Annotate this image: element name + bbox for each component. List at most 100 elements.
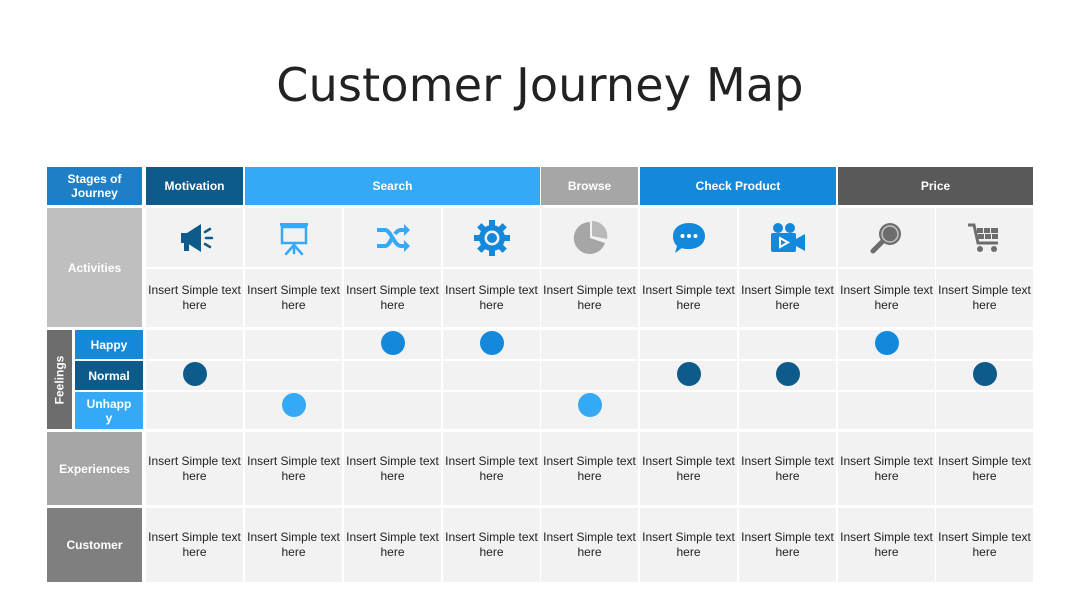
activity-text-cell: Insert Simple text here — [443, 269, 540, 327]
pie-chart-icon — [571, 219, 609, 257]
experience-text-cell: Insert Simple text here — [640, 432, 737, 505]
shopping-cart-icon — [966, 221, 1004, 255]
feeling-label-text: Normal — [88, 368, 130, 383]
activity-icon-cell — [541, 208, 638, 267]
activity-text-cell: Insert Simple text here — [541, 269, 638, 327]
activity-icon-cell — [443, 208, 540, 267]
feeling-dot-unhappy — [281, 393, 306, 417]
customer-text: Insert Simple text here — [840, 530, 933, 559]
activity-icon-cell — [344, 208, 441, 267]
customer-text: Insert Simple text here — [642, 530, 735, 559]
feeling-cell-happy — [245, 330, 342, 359]
stage-header-label: Check Product — [695, 179, 781, 193]
feeling-dot-happy — [874, 331, 899, 355]
page-title: Customer Journey Map — [276, 58, 804, 112]
activity-text-cell: Insert Simple text here — [245, 269, 342, 327]
feeling-dot-unhappy — [577, 393, 602, 417]
stage-header-label: Price — [920, 179, 951, 193]
feeling-dot-happy — [380, 331, 405, 355]
feeling-cell-happy — [936, 330, 1033, 359]
activity-text: Insert Simple text here — [741, 283, 834, 312]
experience-text: Insert Simple text here — [148, 453, 241, 483]
customer-text-cell: Insert Simple text here — [739, 508, 836, 582]
activity-text-cell: Insert Simple text here — [344, 269, 441, 327]
stage-header-check-product: Check Product — [640, 167, 836, 205]
experience-text-cell: Insert Simple text here — [146, 432, 243, 505]
feeling-cell-normal — [344, 361, 441, 390]
feeling-cell-normal — [838, 361, 935, 390]
feeling-dot-happy — [479, 331, 504, 355]
experience-text: Insert Simple text here — [346, 453, 439, 483]
stages-of-journey-label: Stages of Journey — [67, 172, 122, 200]
activity-text: Insert Simple text here — [445, 283, 538, 312]
stage-header-search: Search — [245, 167, 540, 205]
megaphone-icon — [175, 220, 215, 256]
video-camera-icon — [768, 220, 808, 256]
feeling-cell-happy — [541, 330, 638, 359]
stage-header-label: Browse — [567, 179, 612, 193]
row-label-text: Customer — [66, 538, 123, 552]
gear-icon — [473, 219, 511, 257]
feeling-cell-unhappy — [936, 392, 1033, 429]
activity-icon-cell — [640, 208, 737, 267]
feeling-cell-normal — [541, 361, 638, 390]
row-label-text: Activities — [67, 260, 122, 275]
experience-text-cell: Insert Simple text here — [739, 432, 836, 505]
stage-header-motivation: Motivation — [146, 167, 243, 205]
feeling-label-unhappy: Unhapp y — [75, 392, 143, 429]
feeling-cell-unhappy — [838, 392, 935, 429]
feeling-cell-unhappy — [146, 392, 243, 429]
feeling-dot-normal — [972, 362, 997, 386]
customer-text: Insert Simple text here — [741, 530, 834, 559]
stage-header-label: Motivation — [164, 179, 225, 193]
feeling-label-text: Happy — [90, 337, 128, 352]
feeling-label-happy: Happy — [75, 330, 143, 359]
customer-text: Insert Simple text here — [445, 530, 538, 559]
chat-bubble-icon — [670, 220, 708, 256]
activity-text-cell: Insert Simple text here — [936, 269, 1033, 327]
customer-text-cell: Insert Simple text here — [344, 508, 441, 582]
activity-text: Insert Simple text here — [642, 283, 735, 312]
activity-text: Insert Simple text here — [247, 283, 340, 312]
activity-text-cell: Insert Simple text here — [739, 269, 836, 327]
feeling-label-normal: Normal — [75, 361, 143, 390]
feeling-dot-normal — [676, 362, 701, 386]
activity-icon-cell — [936, 208, 1033, 267]
row-label-feelings: Feelings — [47, 330, 72, 429]
experience-text-cell: Insert Simple text here — [443, 432, 540, 505]
customer-text: Insert Simple text here — [543, 530, 636, 559]
stage-header-price: Price — [838, 167, 1033, 205]
row-label-text: Feelings — [52, 355, 67, 404]
feeling-cell-happy — [739, 330, 836, 359]
customer-text: Insert Simple text here — [346, 530, 439, 559]
feeling-dot-normal — [182, 362, 207, 386]
feeling-cell-unhappy — [344, 392, 441, 429]
customer-text-cell: Insert Simple text here — [640, 508, 737, 582]
row-label-experiences: Experiences — [47, 432, 142, 505]
experience-text: Insert Simple text here — [642, 453, 735, 483]
activity-text: Insert Simple text here — [543, 283, 636, 312]
activity-text-cell: Insert Simple text here — [838, 269, 935, 327]
experience-text: Insert Simple text here — [543, 453, 636, 483]
customer-text-cell: Insert Simple text here — [443, 508, 540, 582]
experience-text-cell: Insert Simple text here — [541, 432, 638, 505]
activity-text: Insert Simple text here — [346, 283, 439, 312]
customer-text: Insert Simple text here — [938, 530, 1031, 559]
customer-text-cell: Insert Simple text here — [838, 508, 935, 582]
feeling-cell-happy — [640, 330, 737, 359]
activity-text-cell: Insert Simple text here — [640, 269, 737, 327]
row-label-text: Experiences — [59, 461, 130, 476]
stage-header-browse: Browse — [541, 167, 638, 205]
presentation-board-icon — [276, 220, 312, 256]
feeling-cell-unhappy — [443, 392, 540, 429]
feeling-cell-normal — [245, 361, 342, 390]
feeling-cell-unhappy — [640, 392, 737, 429]
activity-text-cell: Insert Simple text here — [146, 269, 243, 327]
customer-text: Insert Simple text here — [148, 530, 241, 559]
activity-text: Insert Simple text here — [938, 283, 1031, 312]
row-label-activities: Activities — [47, 208, 142, 327]
activity-icon-cell — [739, 208, 836, 267]
stages-of-journey-header: Stages of Journey — [47, 167, 142, 205]
feeling-cell-normal — [443, 361, 540, 390]
customer-text-cell: Insert Simple text here — [936, 508, 1033, 582]
